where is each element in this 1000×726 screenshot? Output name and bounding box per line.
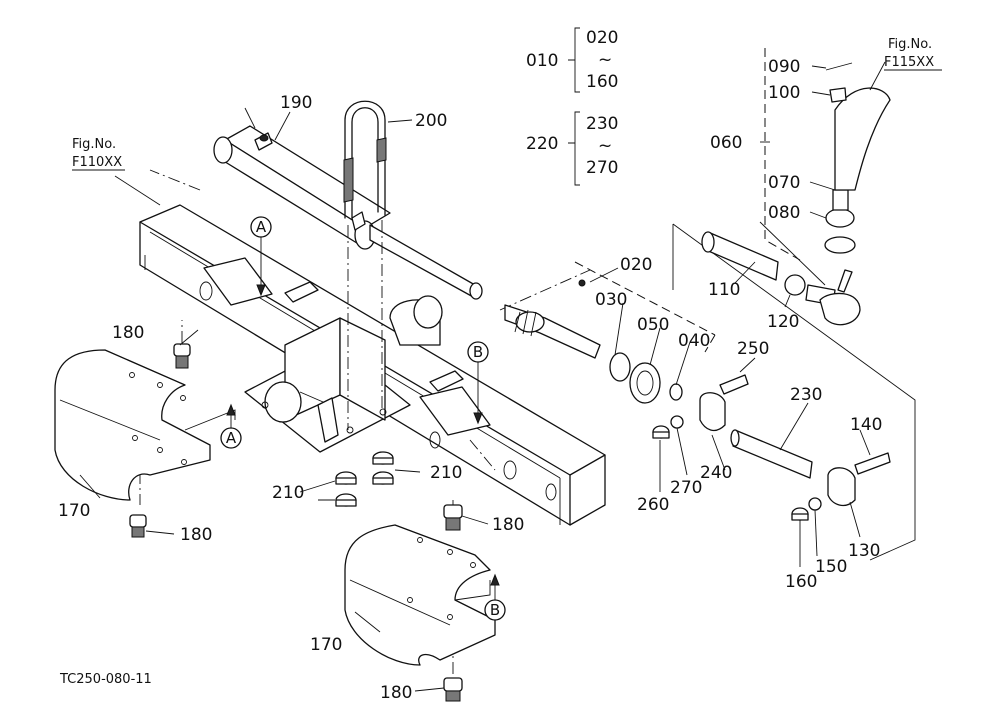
callout-270: 270: [670, 478, 702, 498]
range-bracket-220: 220 230 ~ 270: [526, 111, 618, 186]
callout-080: 080: [768, 203, 800, 223]
callout-190: 190: [280, 93, 312, 113]
callout-210-a: 210: [272, 483, 304, 503]
range-010-to: 160: [586, 72, 618, 92]
axle-beam: [139, 204, 606, 526]
bolt-180-d: [443, 677, 463, 702]
callout-140: 140: [850, 415, 882, 435]
callout-labels: 190 200 180 180 180 180 170 170 210 210 …: [58, 57, 882, 703]
marker-a1: A: [250, 216, 272, 297]
tie-rod-assembly: [504, 261, 716, 404]
figure-code: TC250-080-11: [59, 672, 152, 687]
center-pivot-bracket: [244, 295, 443, 453]
callout-180-a: 180: [112, 323, 144, 343]
callout-250: 250: [737, 339, 769, 359]
leader-lines: [79, 61, 886, 692]
ref-right-label: Fig.No.: [888, 37, 932, 52]
range-bracket-010: 010 020 ~ 160: [526, 27, 618, 93]
bolt-180-c: [443, 504, 463, 531]
marker-a2: A: [220, 403, 242, 449]
knuckle-assembly: [701, 62, 891, 326]
callout-130: 130: [848, 541, 880, 561]
bolt-180-a: [173, 343, 191, 369]
marker-b1: B: [467, 341, 489, 425]
range-220-parent: 220: [526, 134, 558, 154]
marker-a2-label: A: [226, 429, 237, 447]
alignment-lines: [139, 169, 591, 680]
range-220-to: 270: [586, 158, 618, 178]
ref-left-label: Fig.No.: [72, 137, 116, 152]
marker-b2: B: [484, 573, 506, 621]
right-guard: [344, 524, 496, 666]
callout-020: 020: [620, 255, 652, 275]
left-guard: [54, 349, 236, 501]
callout-120: 120: [767, 312, 799, 332]
range-220-tilde: ~: [598, 136, 612, 156]
tie-rod-220: [652, 374, 891, 521]
ref-figure-right: Fig.No. F115XX: [884, 37, 942, 71]
callout-030: 030: [595, 290, 627, 310]
callout-070: 070: [768, 173, 800, 193]
callout-050: 050: [637, 315, 669, 335]
callout-060: 060: [710, 133, 742, 153]
callout-240: 240: [700, 463, 732, 483]
ref-right-code: F115XX: [884, 55, 934, 70]
bolt-180-b: [129, 514, 147, 538]
range-220-from: 230: [586, 114, 618, 134]
u-bolt: [343, 100, 387, 219]
callout-200: 200: [415, 111, 447, 131]
callout-170-b: 170: [310, 635, 342, 655]
callout-040: 040: [678, 331, 710, 351]
range-010-tilde: ~: [598, 50, 612, 70]
range-010-parent: 010: [526, 51, 558, 71]
callout-110: 110: [708, 280, 740, 300]
callout-180-b: 180: [180, 525, 212, 545]
ref-left-code: F110XX: [72, 155, 122, 170]
range-010-from: 020: [586, 28, 618, 48]
callout-180-c: 180: [492, 515, 524, 535]
callout-150: 150: [815, 557, 847, 577]
subassembly-frames: [672, 48, 916, 561]
steering-cylinder: [213, 125, 483, 300]
callout-160: 160: [785, 572, 817, 592]
callout-090: 090: [768, 57, 800, 77]
ref-figure-left: Fig.No. F110XX: [72, 137, 125, 171]
marker-a1-label: A: [256, 218, 267, 236]
callout-180-d: 180: [380, 683, 412, 703]
marker-b2-label: B: [490, 601, 500, 619]
callout-230: 230: [790, 385, 822, 405]
callout-210-b: 210: [430, 463, 462, 483]
callout-100: 100: [768, 83, 800, 103]
nuts-210: [335, 451, 394, 507]
callout-260: 260: [637, 495, 669, 515]
callout-170-a: 170: [58, 501, 90, 521]
marker-b1-label: B: [473, 343, 483, 361]
